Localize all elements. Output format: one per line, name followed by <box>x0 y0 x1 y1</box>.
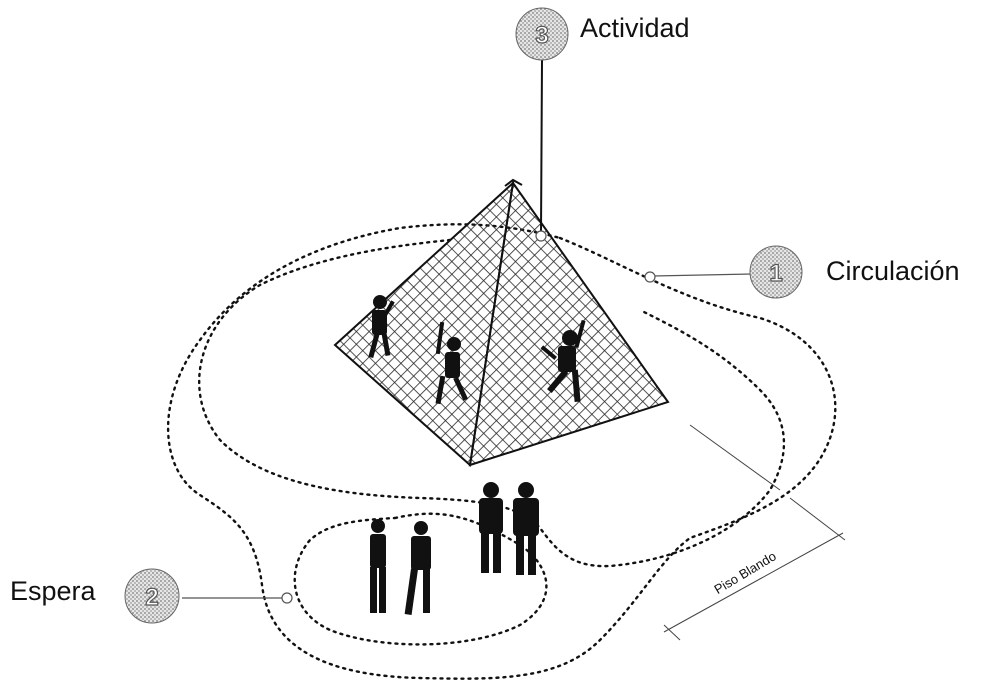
badge-circulacion: 1 <box>749 245 803 299</box>
label-circulacion: Circulación <box>826 256 960 286</box>
outer-circulation-path <box>166 223 837 680</box>
climber-figures <box>368 295 586 405</box>
waiting-zone-path <box>293 512 548 646</box>
piso-blando-dimension <box>663 424 846 641</box>
circulacion-marker <box>644 271 656 283</box>
badge-actividad-number: 3 <box>535 22 548 49</box>
climbing-pyramid <box>333 178 670 467</box>
badge-circulacion-number: 1 <box>769 260 782 287</box>
label-espera: Espera <box>10 576 96 606</box>
inner-circulation-path <box>198 238 786 568</box>
actividad-marker <box>535 230 547 242</box>
espera-marker <box>281 592 293 604</box>
badge-actividad: 3 <box>515 7 569 61</box>
circulacion-leader <box>652 273 753 277</box>
badge-espera-number: 2 <box>145 584 158 611</box>
label-actividad: Actividad <box>580 13 690 43</box>
badge-espera: 2 <box>124 568 180 624</box>
actividad-leader <box>540 59 543 233</box>
waiting-people <box>370 482 539 615</box>
